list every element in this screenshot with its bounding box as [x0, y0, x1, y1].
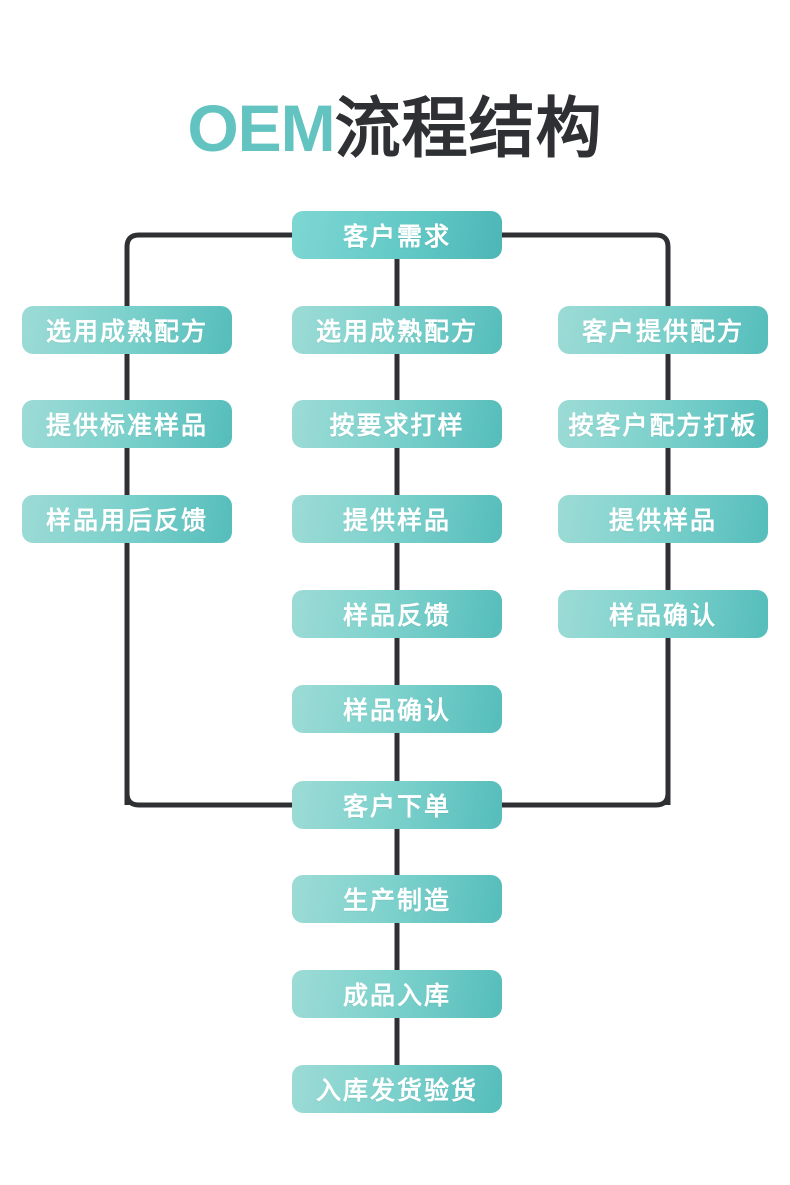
node-tail-1[interactable]: 生产制造: [292, 875, 502, 923]
node-tail-2[interactable]: 成品入库: [292, 970, 502, 1018]
title-brand: OEM: [187, 91, 335, 165]
node-label: 提供样品: [342, 507, 451, 535]
node-label: 成品入库: [342, 982, 451, 1010]
node-label: 按要求打样: [329, 412, 465, 440]
node-label: 样品反馈: [342, 602, 451, 630]
node-label: 客户需求: [342, 223, 451, 251]
node-right-3[interactable]: 提供样品: [558, 495, 768, 543]
node-merge[interactable]: 客户下单: [292, 781, 502, 829]
title-suffix: 流程结构: [334, 91, 603, 165]
node-label: 提供标准样品: [45, 412, 208, 440]
node-center-5[interactable]: 样品确认: [292, 685, 502, 733]
node-label: 选用成熟配方: [45, 318, 208, 346]
node-label: 客户提供配方: [581, 318, 744, 346]
node-label: 样品确认: [342, 697, 451, 725]
node-center-3[interactable]: 提供样品: [292, 495, 502, 543]
node-left-2[interactable]: 提供标准样品: [22, 400, 232, 448]
node-label: 提供样品: [608, 507, 717, 535]
node-left-1[interactable]: 选用成熟配方: [22, 306, 232, 354]
node-label: 选用成熟配方: [315, 318, 478, 346]
node-center-2[interactable]: 按要求打样: [292, 400, 502, 448]
node-tail-3[interactable]: 入库发货验货: [292, 1065, 502, 1113]
node-right-1[interactable]: 客户提供配方: [558, 306, 768, 354]
node-center-1[interactable]: 选用成熟配方: [292, 306, 502, 354]
wire-right-to-merge: [502, 792, 671, 808]
node-label: 客户下单: [342, 793, 451, 821]
node-label: 按客户配方打板: [568, 412, 758, 440]
node-right-4[interactable]: 样品确认: [558, 590, 768, 638]
node-right-2[interactable]: 按客户配方打板: [558, 400, 768, 448]
node-start[interactable]: 客户需求: [292, 211, 502, 259]
wire-left-to-merge: [124, 792, 292, 808]
page-title: OEM流程结构: [0, 88, 790, 168]
node-label: 样品确认: [608, 602, 717, 630]
node-label: 生产制造: [342, 887, 451, 915]
node-label: 入库发货验货: [315, 1077, 478, 1105]
node-label: 样品用后反馈: [45, 507, 208, 535]
node-left-3[interactable]: 样品用后反馈: [22, 495, 232, 543]
node-center-4[interactable]: 样品反馈: [292, 590, 502, 638]
